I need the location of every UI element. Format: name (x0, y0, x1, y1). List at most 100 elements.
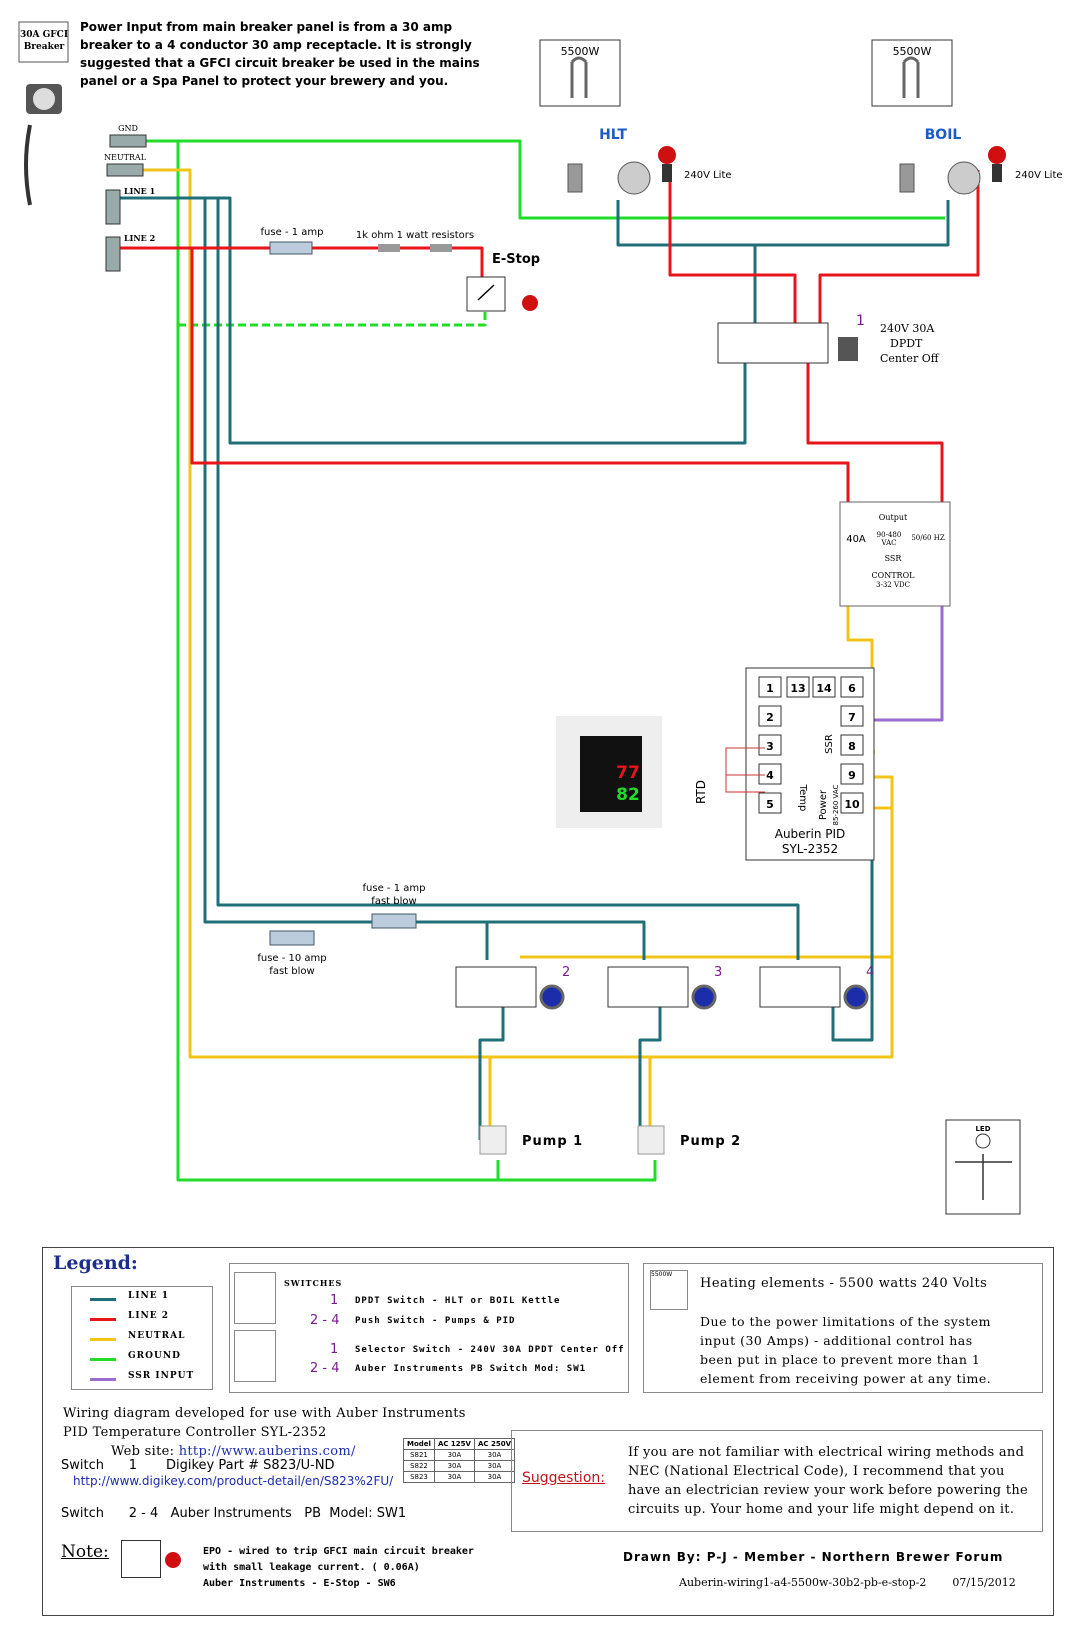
power-note-1: Power Input from main breaker panel is f… (80, 20, 452, 34)
fuse-1amp-fast (371, 913, 417, 929)
pid-terminal-label: 14 (816, 682, 832, 695)
pid-terminal-box (758, 792, 782, 814)
pid-rtd-label: RTD (694, 780, 708, 804)
ssr-control-2: 3-32 VDC (876, 581, 910, 589)
legend-ssr-swatch (90, 1378, 116, 1381)
line2-wire-fuse (312, 246, 484, 285)
pid-terminal-box (840, 705, 864, 727)
sw-d-desc: Auber Instruments PB Switch Mod: SW1 (355, 1364, 587, 1374)
push-button-icon (234, 1330, 276, 1382)
push-button-icon (691, 984, 717, 1010)
legend-neutral-swatch (90, 1338, 116, 1341)
ssr-40a: 40A (846, 534, 866, 545)
pump2-label: Pump 2 (680, 1134, 741, 1149)
push-switch-contact (607, 966, 689, 1008)
pid-terminal-box (758, 734, 782, 756)
bus-neutral-label: NEUTRAL (104, 153, 147, 162)
resistor-b (430, 244, 452, 252)
dpdt-label-2: DPDT (890, 337, 923, 350)
switch2-line: Switch 2 - 4 Auber Instruments PB Model:… (61, 1506, 407, 1521)
legend-ground-swatch (90, 1358, 116, 1361)
boil-watts: 5500W (893, 45, 932, 58)
line1-wire-bus (120, 196, 747, 445)
pid-terminal-label: 5 (766, 798, 774, 811)
pid-terminal-box (758, 676, 782, 698)
pid-terminal-label: 3 (766, 740, 774, 753)
dpdt-switch (717, 322, 829, 364)
dev-line-2: PID Temperature Controller SYL-2352 (63, 1425, 327, 1440)
fuse-10amp (269, 930, 315, 946)
pid-terminal-label: 8 (848, 740, 856, 753)
dpdt-label-3: Center Off (880, 352, 940, 365)
pid-power-2: 85-260 VAC (832, 784, 840, 825)
pid-power-1: Power (818, 789, 829, 820)
legend-ssr: SSR INPUT (72, 1369, 212, 1389)
pid-name-1: Auberin PID (775, 827, 846, 841)
ground-wire-estop (178, 305, 487, 327)
developer-note: Wiring diagram developed for use with Au… (63, 1404, 466, 1461)
push-switch-num: 2 (562, 965, 570, 980)
sw-d-num: 2 - 4 (310, 1361, 340, 1376)
note-line-3: Auber Instruments - E-Stop - SW6 (203, 1578, 396, 1589)
heating-note: 5500W Heating elements - 5500 watts 240 … (643, 1263, 1043, 1393)
pid-terminal-label: 6 (848, 682, 856, 695)
auberins-link[interactable]: http://www.auberins.com/ (178, 1444, 356, 1459)
power-cord-icon (24, 124, 32, 206)
line2-wire-ssr (806, 360, 944, 510)
boil-element: 5500W BOIL 240V Lite (871, 39, 1063, 195)
file-name: Auberin-wiring1-a4-5500w-30b2-pb-e-stop-… (679, 1576, 927, 1589)
ssr-vac-2: VAC (881, 539, 897, 547)
push-switch-num: 4 (866, 965, 874, 980)
legend-neutral-label: NEUTRAL (128, 1331, 186, 1341)
legend-ground: GROUND (72, 1349, 212, 1369)
toggle-switch-icon (838, 337, 858, 361)
dev-web-label: Web site: (111, 1444, 175, 1459)
line1-wire-sw3 (487, 920, 646, 960)
note-label: Note: (61, 1542, 109, 1562)
fuse-1amp (269, 241, 313, 255)
estop-symbol-icon (121, 1540, 161, 1578)
pid-terminal-label: 1 (766, 682, 774, 695)
sw-a-num: 1 (330, 1293, 339, 1308)
heat-title: Heating elements - 5500 watts 240 Volts (700, 1276, 988, 1291)
wiring-diagram: 30A GFCI Breaker Power Input from main b… (18, 20, 1063, 1215)
pid-terminal-box (812, 676, 836, 698)
pid-terminal-box (786, 676, 810, 698)
ssr-relay: Output 40A 90-480 VAC 50/60 HZ SSR CONTR… (839, 501, 951, 607)
line2-wire-hlt (668, 170, 797, 330)
pid-terminal-box (840, 734, 864, 756)
suggestion-body: If you are not familiar with electrical … (628, 1445, 1029, 1517)
push-button-icon (843, 984, 869, 1010)
line1-wire-pump2-out (638, 1000, 662, 1140)
fuse-fast-2: fast blow (371, 896, 416, 907)
suggestion-box: Suggestion: If you are not familiar with… (511, 1430, 1043, 1532)
pid-terminal-box (758, 763, 782, 785)
pid-terminal-box (840, 763, 864, 785)
heating-element-icon: 5500W (650, 1270, 688, 1310)
pid-terminal-label: 4 (766, 769, 774, 782)
led-label: LED (975, 1125, 990, 1133)
pid-name-2: SYL-2352 (782, 842, 838, 856)
sw-b-desc: Push Switch - Pumps & PID (355, 1316, 516, 1326)
line2-wire-boil (818, 170, 980, 330)
heat-tag: 5500W (651, 1271, 673, 1278)
legend-title: Legend: (53, 1252, 138, 1274)
pid-terminal-box (840, 676, 864, 698)
pid-temp-label: Temp (797, 784, 808, 812)
th-model: Model (403, 1438, 435, 1450)
sw-c-num: 1 (330, 1342, 339, 1357)
legend-line1: LINE 1 (72, 1289, 212, 1309)
pid-terminal-label: 9 (848, 769, 856, 782)
th-125v: AC 125V (433, 1438, 475, 1450)
suggestion-label: Suggestion: (522, 1470, 605, 1486)
sw-b-num: 2 - 4 (310, 1313, 340, 1328)
pid-ssr-label: SSR (824, 734, 835, 754)
file-info: Auberin-wiring1-a4-5500w-30b2-pb-e-stop-… (679, 1576, 1016, 1589)
digikey-link[interactable]: http://www.digikey.com/product-detail/en… (73, 1474, 394, 1488)
boil-lite-label: 240V Lite (1015, 170, 1063, 181)
line2-wire-down (190, 248, 850, 510)
fuse10-label-2: fast blow (269, 966, 314, 977)
legend-neutral: NEUTRAL (72, 1329, 212, 1349)
